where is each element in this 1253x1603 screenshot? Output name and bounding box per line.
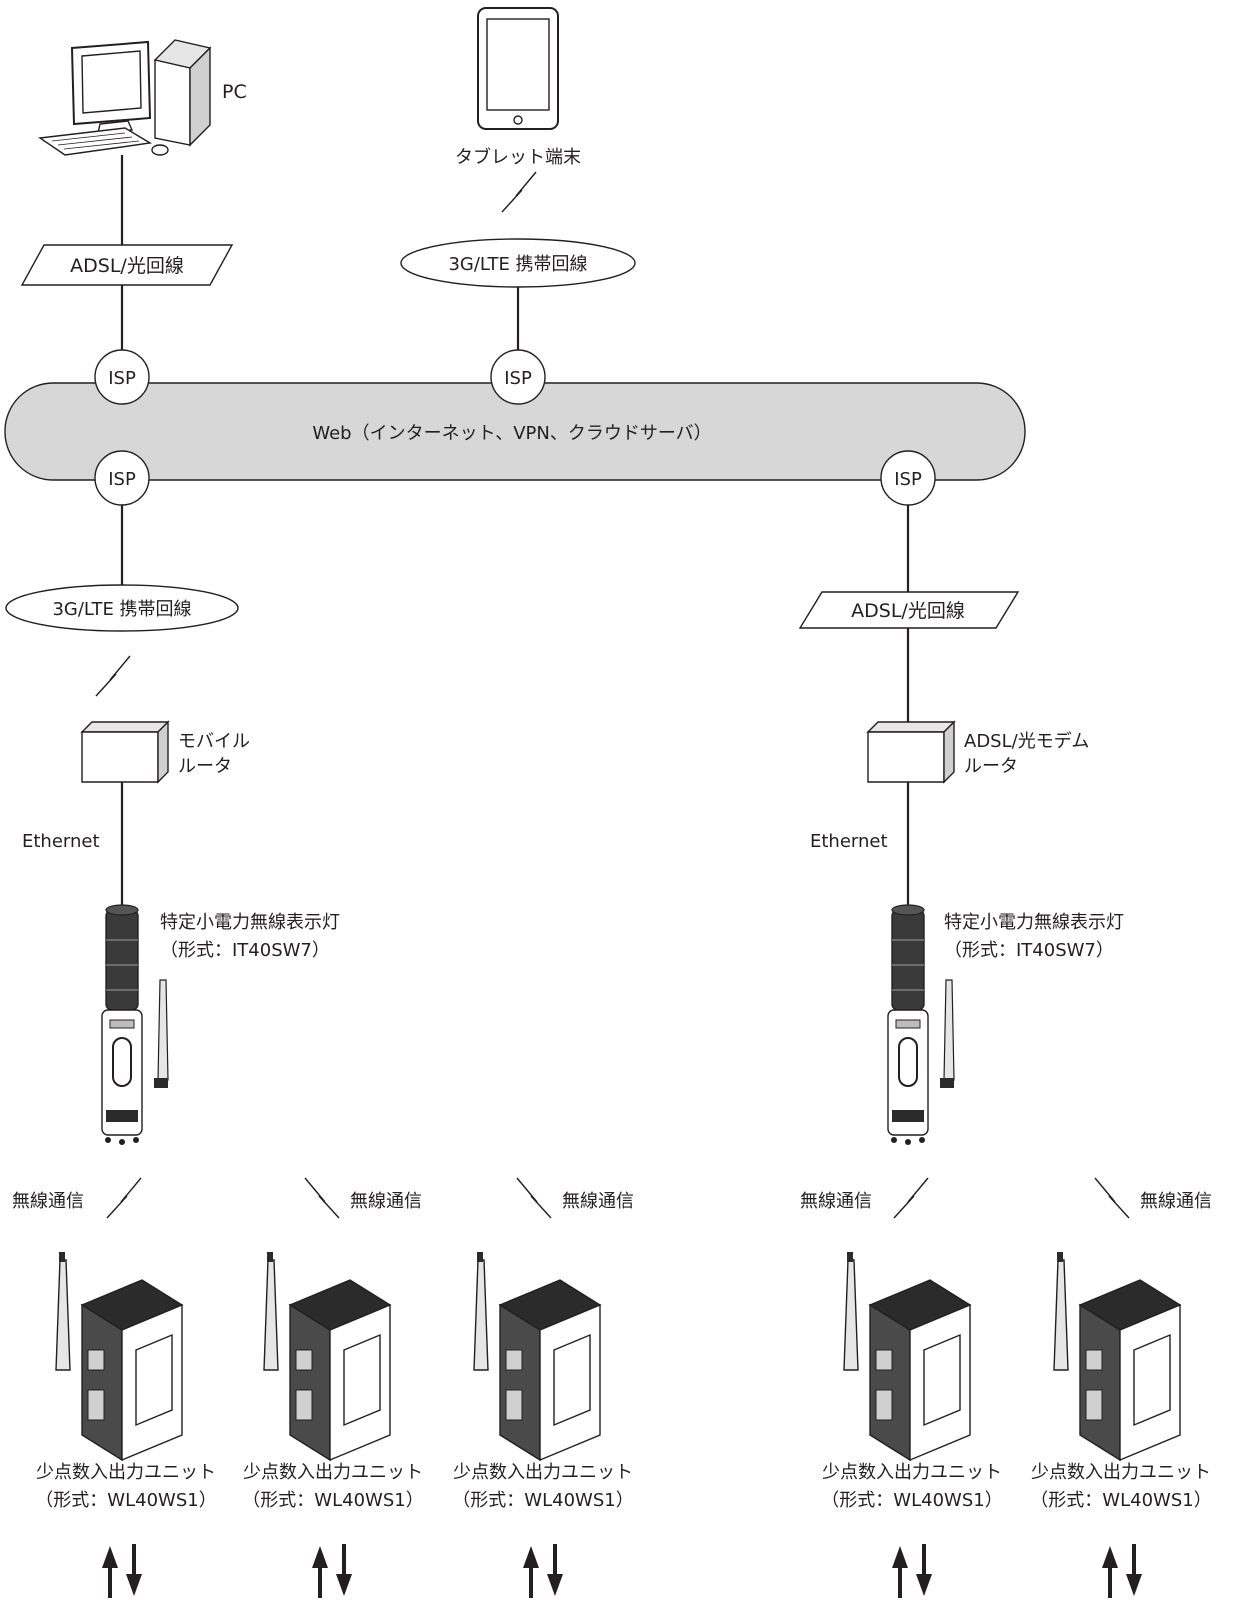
io-arrows-icon bbox=[523, 1544, 563, 1598]
indicator-right-label-1: 特定小電力無線表示灯 bbox=[944, 912, 1124, 933]
adsl-router-icon bbox=[866, 720, 956, 784]
io-unit-5-label-2: （形式：WL40WS1） bbox=[1030, 1490, 1211, 1511]
io-unit-2-label-1: 少点数入出力ユニット bbox=[243, 1462, 423, 1483]
indicator-light-left-icon bbox=[101, 904, 169, 1146]
svg-text:ISP: ISP bbox=[108, 368, 136, 389]
mobile-line-left bbox=[5, 584, 239, 632]
isp-node-bottom-left: ISP bbox=[94, 450, 150, 506]
wireless-bolt-icon bbox=[501, 171, 537, 213]
svg-text:ISP: ISP bbox=[108, 469, 136, 490]
ethernet-label-right: Ethernet bbox=[810, 831, 888, 852]
adsl-router-label-2: ルータ bbox=[964, 756, 1018, 777]
adsl-line-left bbox=[20, 244, 234, 286]
mobile-line-top bbox=[400, 238, 636, 288]
isp-node-bottom-right: ISP bbox=[880, 450, 936, 506]
pc-label: PC bbox=[222, 81, 247, 103]
mobile-line-left-label: 3G/LTE 携帯回線 bbox=[52, 599, 191, 620]
tablet-label: タブレット端末 bbox=[455, 146, 581, 168]
indicator-left-label-2: （形式：IT40SW7） bbox=[160, 940, 330, 961]
adsl-line-right-label: ADSL/光回線 bbox=[851, 600, 965, 622]
io-unit-1-label-1: 少点数入出力ユニット bbox=[36, 1462, 216, 1483]
io-unit-4-icon bbox=[843, 1251, 971, 1461]
ethernet-label-left: Ethernet bbox=[22, 831, 100, 852]
web-cloud-label: Web（インターネット、VPN、クラウドサーバ） bbox=[312, 423, 711, 444]
indicator-left-label-1: 特定小電力無線表示灯 bbox=[160, 912, 340, 933]
wireless-bolt-icon bbox=[95, 655, 131, 697]
io-unit-3-label-2: （形式：WL40WS1） bbox=[452, 1490, 633, 1511]
wireless-bolt-icon bbox=[516, 1177, 552, 1219]
io-unit-1-label-2: （形式：WL40WS1） bbox=[35, 1490, 216, 1511]
pc-icon bbox=[38, 39, 212, 156]
svg-text:ISP: ISP bbox=[504, 368, 532, 389]
wireless-label-1: 無線通信 bbox=[12, 1191, 84, 1212]
wireless-bolt-icon bbox=[106, 1177, 142, 1219]
mobile-line-top-label: 3G/LTE 携帯回線 bbox=[448, 254, 587, 275]
io-unit-3-label-1: 少点数入出力ユニット bbox=[453, 1462, 633, 1483]
mobile-router-label-2: ルータ bbox=[178, 756, 232, 777]
svg-text:ISP: ISP bbox=[894, 469, 922, 490]
io-arrows-icon bbox=[312, 1544, 352, 1598]
io-unit-2-icon bbox=[263, 1251, 391, 1461]
io-unit-1-icon bbox=[55, 1251, 183, 1461]
io-arrows-icon bbox=[892, 1544, 932, 1598]
tablet-icon bbox=[477, 7, 559, 130]
indicator-right-label-2: （形式：IT40SW7） bbox=[944, 940, 1114, 961]
adsl-line-right bbox=[798, 591, 1020, 629]
wireless-bolt-icon bbox=[304, 1177, 340, 1219]
mobile-router-label-1: モバイル bbox=[178, 731, 250, 752]
io-unit-4-label-2: （形式：WL40WS1） bbox=[821, 1490, 1002, 1511]
wireless-label-2: 無線通信 bbox=[350, 1191, 422, 1212]
adsl-line-left-label: ADSL/光回線 bbox=[70, 255, 184, 277]
io-arrows-icon bbox=[102, 1544, 142, 1598]
isp-node-top-right: ISP bbox=[490, 349, 546, 405]
io-unit-4-label-1: 少点数入出力ユニット bbox=[822, 1462, 1002, 1483]
io-arrows-icon bbox=[1102, 1544, 1142, 1598]
io-unit-2-label-2: （形式：WL40WS1） bbox=[242, 1490, 423, 1511]
io-unit-5-label-1: 少点数入出力ユニット bbox=[1031, 1462, 1211, 1483]
isp-node-top-left: ISP bbox=[94, 349, 150, 405]
wireless-label-4: 無線通信 bbox=[800, 1191, 872, 1212]
wireless-label-3: 無線通信 bbox=[562, 1191, 634, 1212]
adsl-router-label-1: ADSL/光モデム bbox=[964, 731, 1089, 752]
wireless-bolt-icon bbox=[893, 1177, 929, 1219]
io-unit-5-icon bbox=[1053, 1251, 1181, 1461]
wireless-bolt-icon bbox=[1094, 1177, 1130, 1219]
io-unit-3-icon bbox=[473, 1251, 601, 1461]
wireless-label-5: 無線通信 bbox=[1140, 1191, 1212, 1212]
mobile-router-icon bbox=[80, 720, 170, 784]
